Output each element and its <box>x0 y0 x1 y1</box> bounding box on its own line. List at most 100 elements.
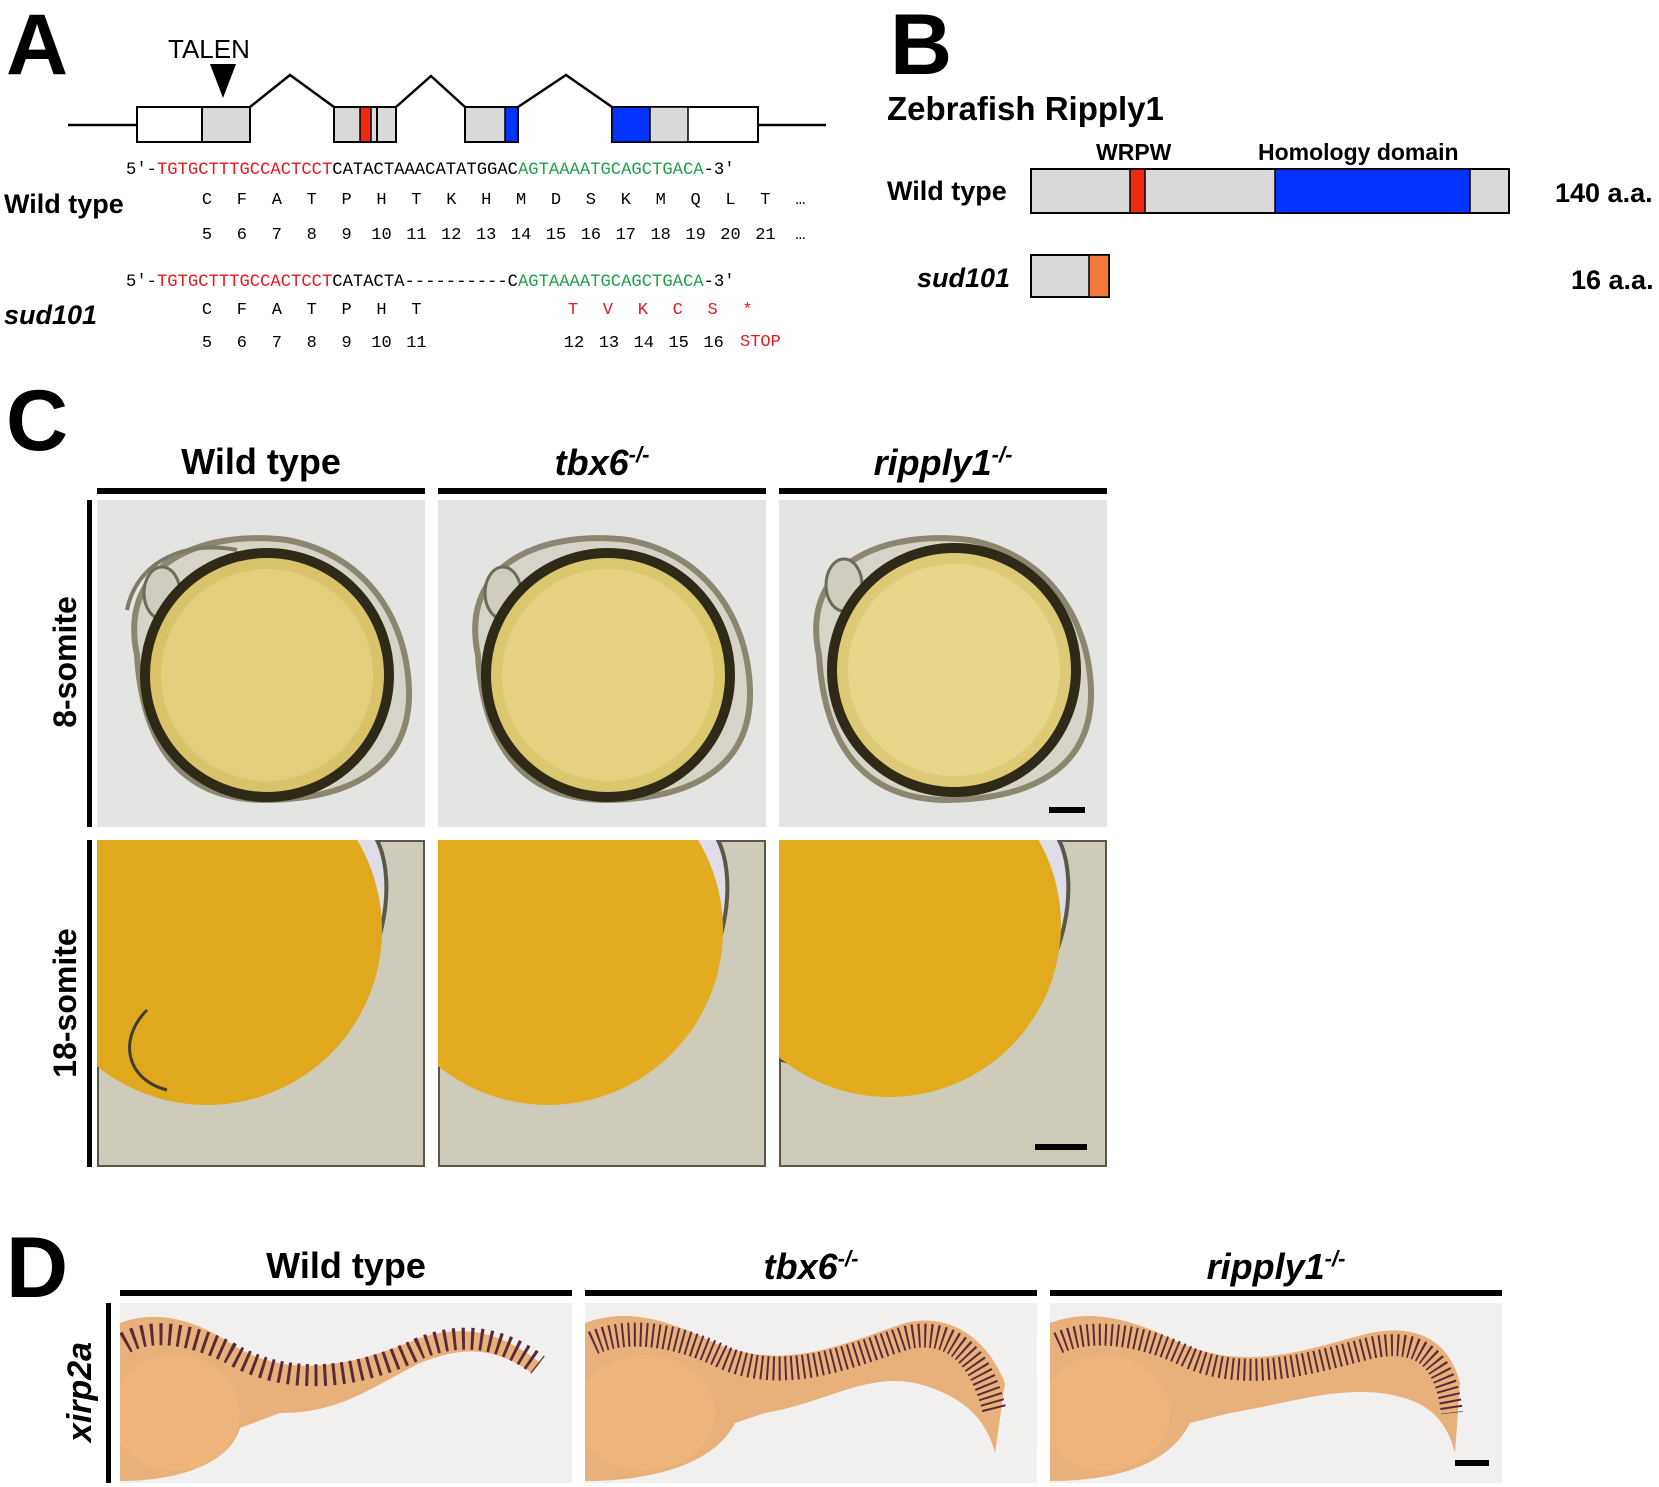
residue-number: 16 <box>580 226 602 245</box>
residue-number: 15 <box>545 226 567 245</box>
amino-acid: P <box>341 301 352 320</box>
d-row-label: xirp2a <box>61 1341 99 1443</box>
residue-number: 20 <box>720 226 741 245</box>
wrpw-motif <box>1129 168 1146 214</box>
residue-number: 16 <box>703 334 724 353</box>
panel-d-letter: D <box>6 1220 69 1316</box>
amino-acid: P <box>341 191 352 210</box>
c-row-bar-1 <box>87 500 92 827</box>
residue-number: 12 <box>441 226 462 245</box>
photo-18-somite-tbx6 <box>438 840 766 1167</box>
amino-acid: D <box>550 191 562 210</box>
scale-bar <box>1049 807 1085 813</box>
amino-acid: H <box>481 191 492 210</box>
amino-acid: C <box>201 301 213 320</box>
c-row-label-8-somite: 8-somite <box>47 596 83 728</box>
c-column-bar-3 <box>779 488 1107 494</box>
residue-number: 18 <box>650 226 671 245</box>
photo-18-somite-wild-type <box>97 840 425 1167</box>
talen-label: TALEN <box>168 34 250 64</box>
mutant-dna-sequence: 5′-TGTGCTTTGCCACTCCTCATACTA----------CAG… <box>126 273 735 292</box>
residue-number: 14 <box>510 226 532 245</box>
photo-xirp2a-wild-type <box>120 1303 572 1483</box>
residue-number: 8 <box>306 226 317 245</box>
residue-number: 10 <box>371 334 392 353</box>
wild-type-dna-sequence: 5′-TGTGCTTTGCCACTCCTCATACTAAACATATGGACAG… <box>126 161 735 180</box>
residue-number: 8 <box>306 334 317 353</box>
amino-acid: … <box>795 191 806 210</box>
residue-number: 14 <box>633 334 654 353</box>
d-column-bar-2 <box>585 1290 1037 1296</box>
photo-8-somite-wild-type <box>97 500 425 827</box>
residue-number: 5 <box>201 334 213 353</box>
amino-acid: S <box>707 301 718 320</box>
amino-acid: A <box>271 191 282 210</box>
d-column-title-tbx6: tbx6-/- <box>763 1246 859 1287</box>
amino-acid: M <box>655 191 666 210</box>
photo-18-somite-ripply1 <box>779 840 1107 1167</box>
talen-arrow-icon <box>210 64 236 98</box>
protein-mutant-label: sud101 <box>917 263 1011 293</box>
c-column-title-wild-type: Wild type <box>181 441 341 482</box>
panel-c-letter: C <box>6 373 69 469</box>
amino-acid: K <box>620 191 631 210</box>
panel-a-letter: A <box>6 0 69 93</box>
amino-acid: T <box>411 301 422 320</box>
amino-acid: H <box>376 191 387 210</box>
scale-bar <box>1035 1144 1087 1150</box>
residue-number: 13 <box>598 334 620 353</box>
c-column-bar-2 <box>438 488 766 494</box>
amino-acid: M <box>515 191 527 210</box>
truncated-segment <box>1088 254 1110 298</box>
residue-number: 15 <box>668 334 689 353</box>
c-row-label-18-somite: 18-somite <box>47 928 83 1078</box>
amino-acid: C <box>672 301 683 320</box>
gene-structure-diagram <box>68 64 826 143</box>
residue-number: 10 <box>371 226 392 245</box>
residue-number: 5 <box>201 226 213 245</box>
residue-number: 19 <box>685 226 706 245</box>
mutant-length: 16 a.a. <box>1571 265 1654 295</box>
amino-acid: Q <box>690 191 701 210</box>
amino-acid: * <box>742 301 753 320</box>
wrpw-label: WRPW <box>1096 139 1172 165</box>
residue-number: 11 <box>406 334 427 353</box>
c-column-title-ripply1: ripply1-/- <box>873 442 1013 483</box>
c-column-title-tbx6: tbx6-/- <box>554 442 650 483</box>
amino-acid: T <box>760 191 771 210</box>
amino-acid: F <box>236 191 247 210</box>
amino-acid: T <box>411 191 422 210</box>
amino-acid: T <box>306 191 317 210</box>
wild-type-protein-bar <box>1030 168 1510 214</box>
c-row-bar-2 <box>87 840 92 1167</box>
amino-acid: H <box>376 301 387 320</box>
residue-number: 6 <box>236 226 247 245</box>
scale-bar <box>1455 1460 1489 1466</box>
d-column-bar-3 <box>1050 1290 1502 1296</box>
stop-label: STOP <box>740 333 781 352</box>
wild-type-length: 140 a.a. <box>1555 178 1653 208</box>
panel-b-letter: B <box>890 0 953 93</box>
amino-acid: K <box>637 301 648 320</box>
mutant-protein-bar <box>1030 254 1110 298</box>
protein-wild-type-label: Wild type <box>887 176 1007 206</box>
protein-title: Zebrafish Ripply1 <box>887 90 1164 127</box>
d-column-bar-1 <box>120 1290 572 1296</box>
photo-8-somite-tbx6 <box>438 500 766 827</box>
amino-acid: C <box>201 191 213 210</box>
c-column-bar-1 <box>97 488 425 494</box>
residue-number: 21 <box>755 226 776 245</box>
amino-acid: F <box>236 301 247 320</box>
residue-number: 7 <box>271 334 282 353</box>
residue-number: 13 <box>475 226 497 245</box>
amino-acid: A <box>271 301 282 320</box>
amino-acid: L <box>725 191 736 210</box>
residue-number: 7 <box>271 226 282 245</box>
homology-domain-label: Homology domain <box>1258 139 1459 165</box>
amino-acid: T <box>306 301 317 320</box>
residue-number: 6 <box>236 334 247 353</box>
d-row-bar <box>106 1303 111 1483</box>
residue-number: 17 <box>615 226 636 245</box>
photo-xirp2a-ripply1 <box>1050 1303 1502 1483</box>
residue-number: 9 <box>341 334 352 353</box>
